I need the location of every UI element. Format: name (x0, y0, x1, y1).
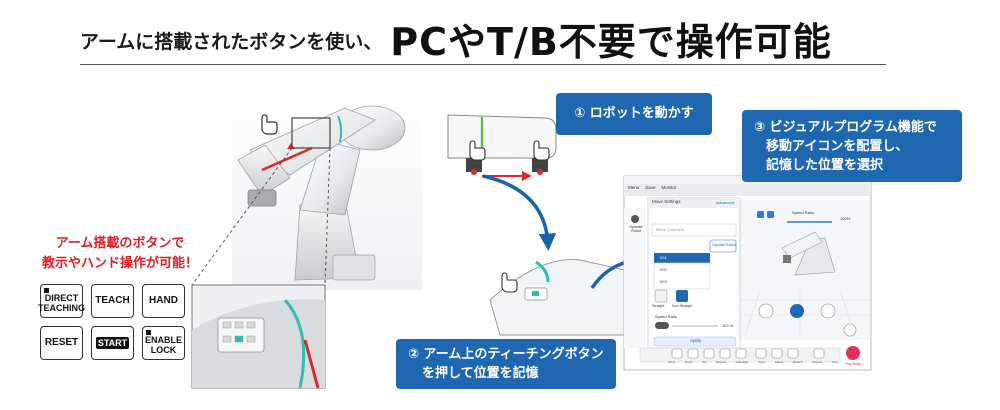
view-speed-ratio-value: 100% (840, 216, 851, 221)
position-option[interactable]: 002 (660, 267, 667, 272)
arm-button-note: アーム搭載のボタンで 教示やハンド操作が可能！ (32, 234, 208, 274)
direct-teaching-label-2: TEACHING (38, 302, 85, 313)
robot-move-diagram (447, 114, 557, 181)
play-mode-label[interactable]: Play Mode (845, 362, 862, 366)
page-title: アームに搭載されたボタンを使い、 PCやT/B不要で操作可能 (80, 10, 890, 64)
enable-lock-label-2: LOCK (150, 344, 177, 355)
callout-step1: ① ロボットを動かす (556, 93, 712, 135)
title-lead: アームに搭載されたボタンを使い、 (80, 31, 383, 53)
teach-label: TEACH (95, 295, 130, 306)
title-main: PCやT/B不要で操作可能 (390, 20, 832, 64)
software-menu-bar: Menu Save Monitor (628, 185, 677, 190)
position-option[interactable]: 003 (660, 279, 667, 284)
tool-pause-label[interactable]: Pause (774, 360, 784, 364)
software-window (623, 175, 872, 371)
view-speed-ratio-label: Speed Ratio (792, 210, 815, 215)
title-divider (80, 64, 886, 65)
indicator-mark (146, 330, 151, 335)
tool-set-label[interactable]: Set (701, 360, 707, 364)
callout-step3-line2: 移動アイコンを配置し、 (766, 139, 909, 154)
hand-pointer-icon (501, 272, 518, 293)
robot-arm-image (191, 95, 422, 290)
callout-step3-line1: ③ ビジュアルプログラム機能で (754, 120, 937, 135)
menu-item-menu[interactable]: Menu (628, 185, 640, 190)
hand-pointer-icon (533, 140, 550, 161)
indicator-mark (44, 288, 49, 293)
arm-button-note-line1: アーム搭載のボタンで (55, 236, 185, 251)
direct-teaching-label-1: DIRECT (44, 292, 79, 303)
arm-tip-closeup (489, 259, 626, 336)
reset-label: RESET (44, 337, 79, 348)
tool-calculate-label[interactable]: Calculate (735, 360, 749, 364)
menu-item-monitor[interactable]: Monitor (661, 185, 677, 190)
dialog-advanced-link[interactable]: Advanced (716, 200, 734, 205)
bottom-toolbar-labels: Move Hand Set Repeat Calculate Store Pau… (668, 360, 838, 364)
tool-branch-label[interactable]: Branch (793, 360, 803, 364)
arm-button-note-line2: 教示やハンド操作が可能！ (41, 256, 198, 271)
callout-step3-line3: 記憶した位置を選択 (766, 158, 884, 173)
enable-lock-label-1: ENABLE (144, 334, 182, 345)
hand-label: HAND (149, 295, 178, 306)
apply-button[interactable]: Apply (690, 338, 702, 343)
tool-move-label[interactable]: Move (668, 360, 676, 364)
tool-stop-label[interactable]: Stop (831, 360, 838, 364)
hand-button[interactable]: HAND (142, 284, 185, 318)
callout-step3: ③ ビジュアルプログラム機能で 移動アイコンを配置し、 記憶した位置を選択 (742, 110, 962, 182)
menu-item-save[interactable]: Save (645, 185, 656, 190)
teach-button[interactable]: TEACH (91, 284, 134, 318)
start-button[interactable]: START (91, 326, 134, 360)
flow-arrow-1 (482, 174, 557, 251)
start-label: START (95, 337, 130, 349)
hand-pointer-icon (469, 140, 486, 161)
position-option-selected[interactable]: 001 (660, 255, 667, 260)
arm-buttons-closeup (191, 284, 326, 389)
callout-step1-text: ① ロボットを動かす (574, 106, 694, 121)
callout-step2-line1: ② アーム上のティーチングボタン (408, 347, 604, 362)
callout-step2-line2: を押して位置を記憶 (422, 366, 539, 381)
tool-hand-label[interactable]: Hand (685, 360, 693, 364)
speed-ratio-value: 100 % (722, 323, 734, 328)
tool-store-label[interactable]: Store (757, 360, 766, 364)
dialog-title: Move Settings (652, 199, 681, 204)
operate-robot-label[interactable]: Operate Robot (629, 225, 643, 233)
reset-button[interactable]: RESET (40, 326, 83, 360)
callout-step2: ② アーム上のティーチングボタン を押して位置を記憶 (396, 339, 616, 389)
speed-ratio-label: Speed Ratio (655, 314, 678, 319)
tool-repeat2-label[interactable]: Repeat (812, 360, 822, 364)
hand-pointer-icon (261, 114, 278, 135)
operate-robot-button[interactable]: Operate Robot (712, 243, 736, 247)
block-comment-field[interactable]: Block Comment (656, 227, 685, 232)
tool-repeat-label[interactable]: Repeat (716, 360, 726, 364)
direct-teaching-button[interactable]: DIRECT TEACHING (38, 284, 85, 318)
interp-straight-label: Straight (652, 304, 665, 308)
enable-lock-button[interactable]: ENABLE LOCK (142, 326, 185, 360)
interp-non-straight-label: Non-Straight (672, 304, 693, 308)
